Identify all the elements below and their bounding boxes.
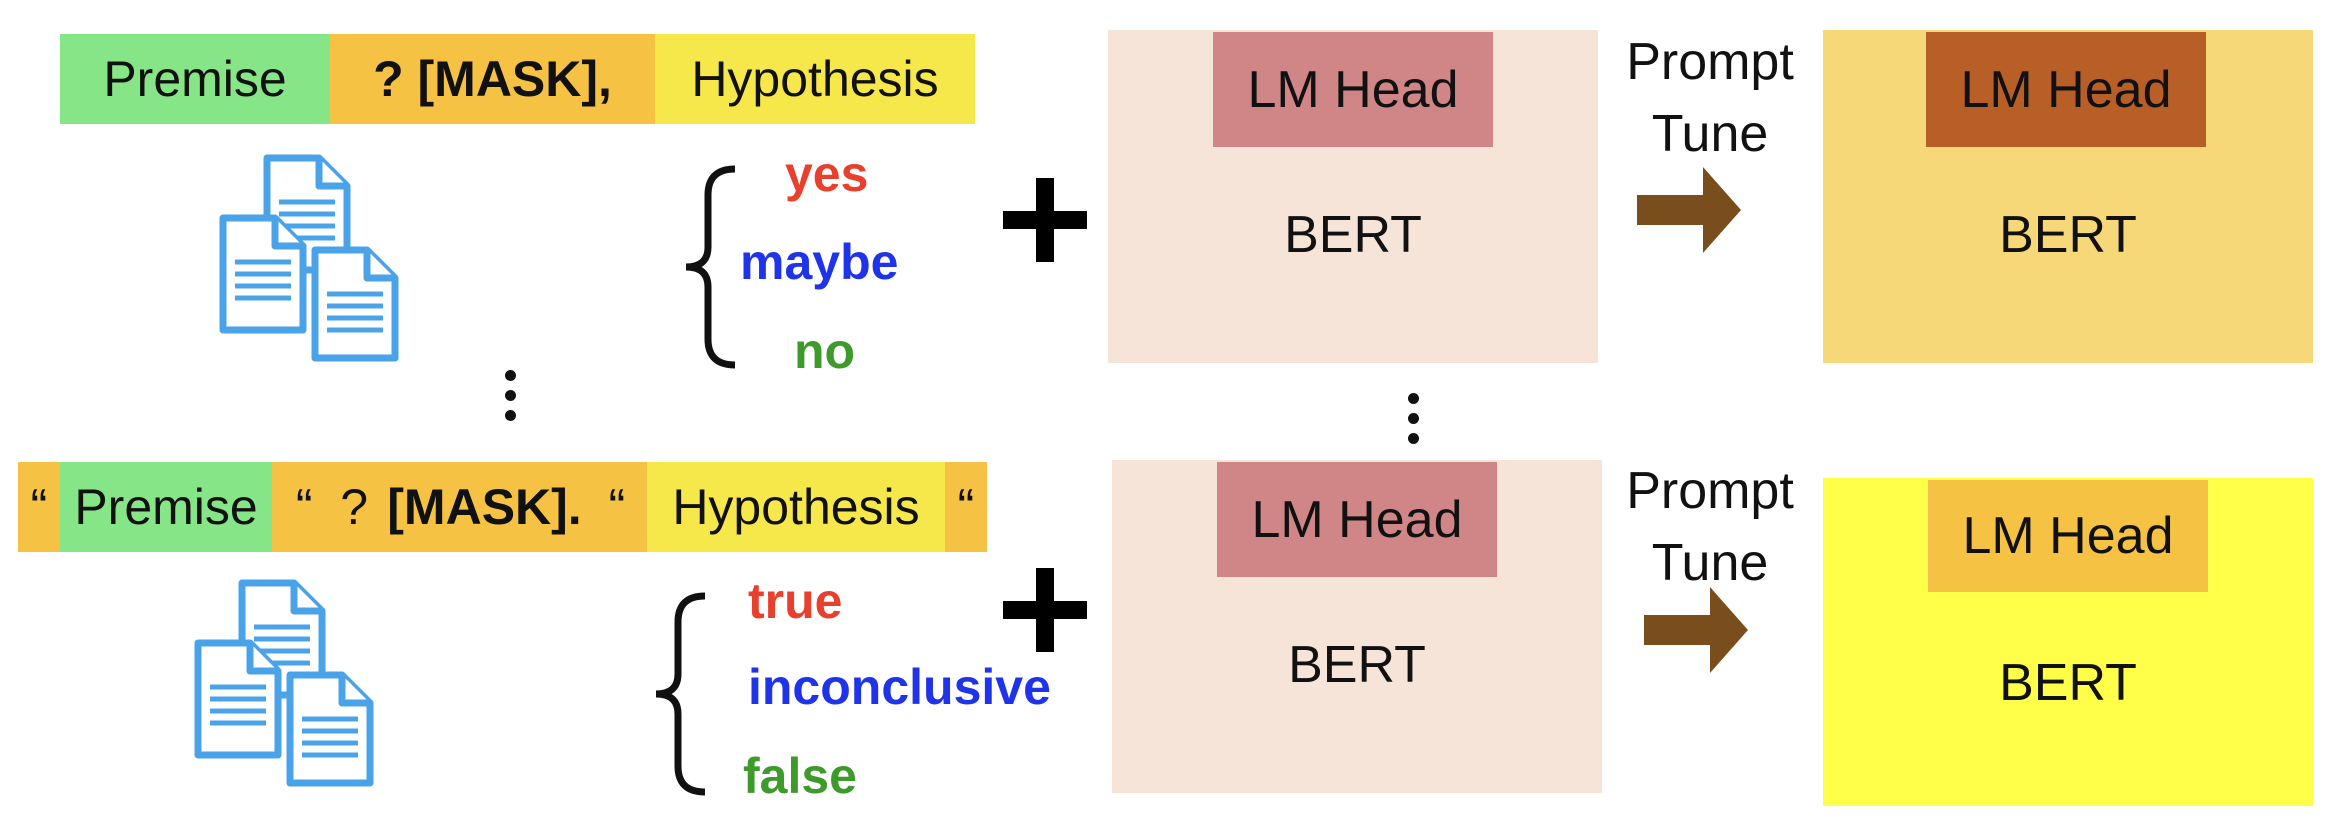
brace-icon (685, 165, 736, 369)
label-false: false (743, 748, 857, 804)
label-true: true (748, 573, 843, 629)
brace-icon (655, 592, 706, 796)
prompt-word: Prompt (1626, 462, 1794, 520)
label-inconclusive: inconclusive (748, 659, 1051, 715)
template-quote-open: “ (18, 462, 60, 552)
documents-icon (194, 579, 374, 787)
label-no: no (794, 323, 856, 379)
prompt-word: Prompt (1626, 33, 1794, 91)
tune-word: Tune (1651, 534, 1769, 592)
label-maybe: maybe (740, 234, 899, 290)
tuned-lm-head-1: LM Head (1926, 32, 2206, 147)
tuned-model-1: LM Head BERT (1823, 30, 2313, 363)
right-arrow-icon (1644, 587, 1748, 673)
template-question: “ ? (272, 462, 382, 552)
template-mask: ? [MASK], (330, 34, 655, 124)
template-mask: [MASK]. (382, 462, 587, 552)
documents-icon (219, 154, 399, 362)
base-model-1: LM Head BERT (1108, 30, 1598, 363)
template-hypothesis: Hypothesis (647, 462, 945, 552)
tune-word: Tune (1651, 105, 1769, 163)
ellipsis-left (505, 370, 516, 430)
tuned-lm-head-2: LM Head (1928, 480, 2208, 592)
lm-head-1: LM Head (1213, 32, 1493, 147)
template-premise: Premise (60, 34, 330, 124)
template-quote-close: “ (945, 462, 987, 552)
plus-icon (1003, 178, 1087, 262)
lm-head-2: LM Head (1217, 462, 1497, 577)
tuned-model-2: LM Head BERT (1823, 478, 2313, 806)
template-hypothesis: Hypothesis (655, 34, 975, 124)
label-yes: yes (785, 146, 869, 202)
bert-2: BERT (1288, 636, 1426, 694)
template-premise: Premise (60, 462, 272, 552)
prompt-tune-label-2: Prompt Tune (1600, 455, 1820, 599)
tuned-bert-1: BERT (1999, 206, 2137, 264)
ellipsis-middle (1408, 393, 1419, 453)
right-arrow-icon (1637, 167, 1741, 253)
prompt-tune-label-1: Prompt Tune (1600, 26, 1820, 170)
base-model-2: LM Head BERT (1112, 460, 1602, 793)
bert-1: BERT (1284, 206, 1422, 264)
plus-icon (1003, 568, 1087, 652)
template-quote-mid: “ (587, 462, 647, 552)
tuned-bert-2: BERT (1999, 654, 2137, 712)
